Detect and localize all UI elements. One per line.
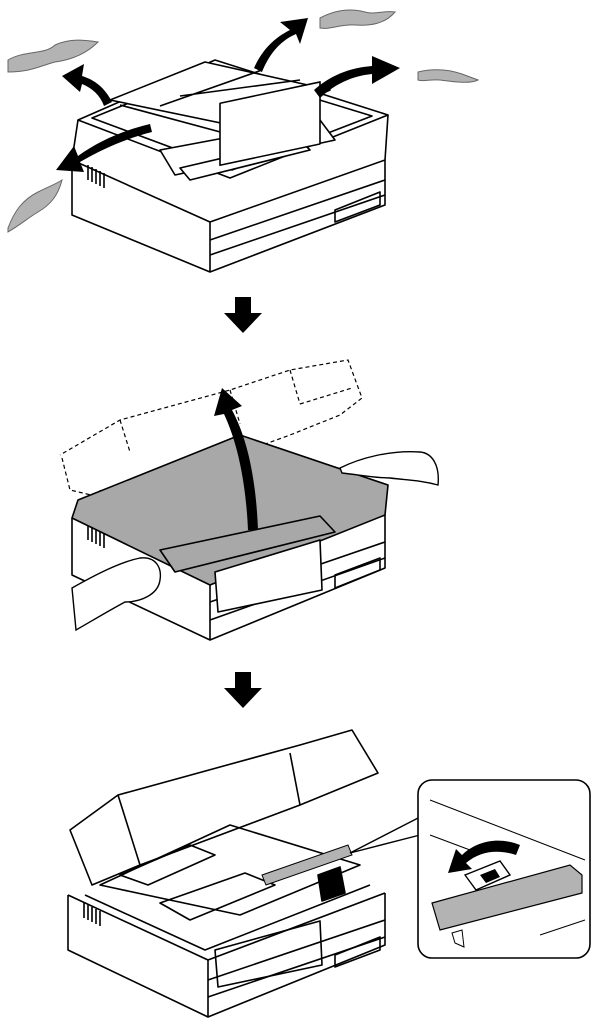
curved-arrow-icon: [56, 18, 400, 172]
protective-tape: [7, 9, 480, 233]
curved-arrow-icon: [214, 388, 258, 530]
down-arrow-icon: [224, 297, 262, 333]
step-3-remove-internal-tape: [0, 725, 595, 1020]
protective-tape: [261, 844, 353, 886]
down-arrow-icon: [224, 672, 262, 708]
printer-open-scanner-illustration: [59, 359, 439, 641]
hand-icon: [71, 450, 439, 632]
down-arrow-1: [0, 295, 595, 335]
printer-with-tape-illustration: [7, 9, 480, 273]
step-1-remove-tape: [0, 0, 595, 290]
down-arrow-2: [0, 670, 595, 710]
curved-arrow-icon: [448, 840, 520, 873]
printer-interior-illustration: [67, 729, 591, 1018]
step-2-lift-scanner: [0, 340, 595, 650]
callout-pointer: [349, 815, 421, 854]
magnifier-callout: [417, 779, 591, 959]
